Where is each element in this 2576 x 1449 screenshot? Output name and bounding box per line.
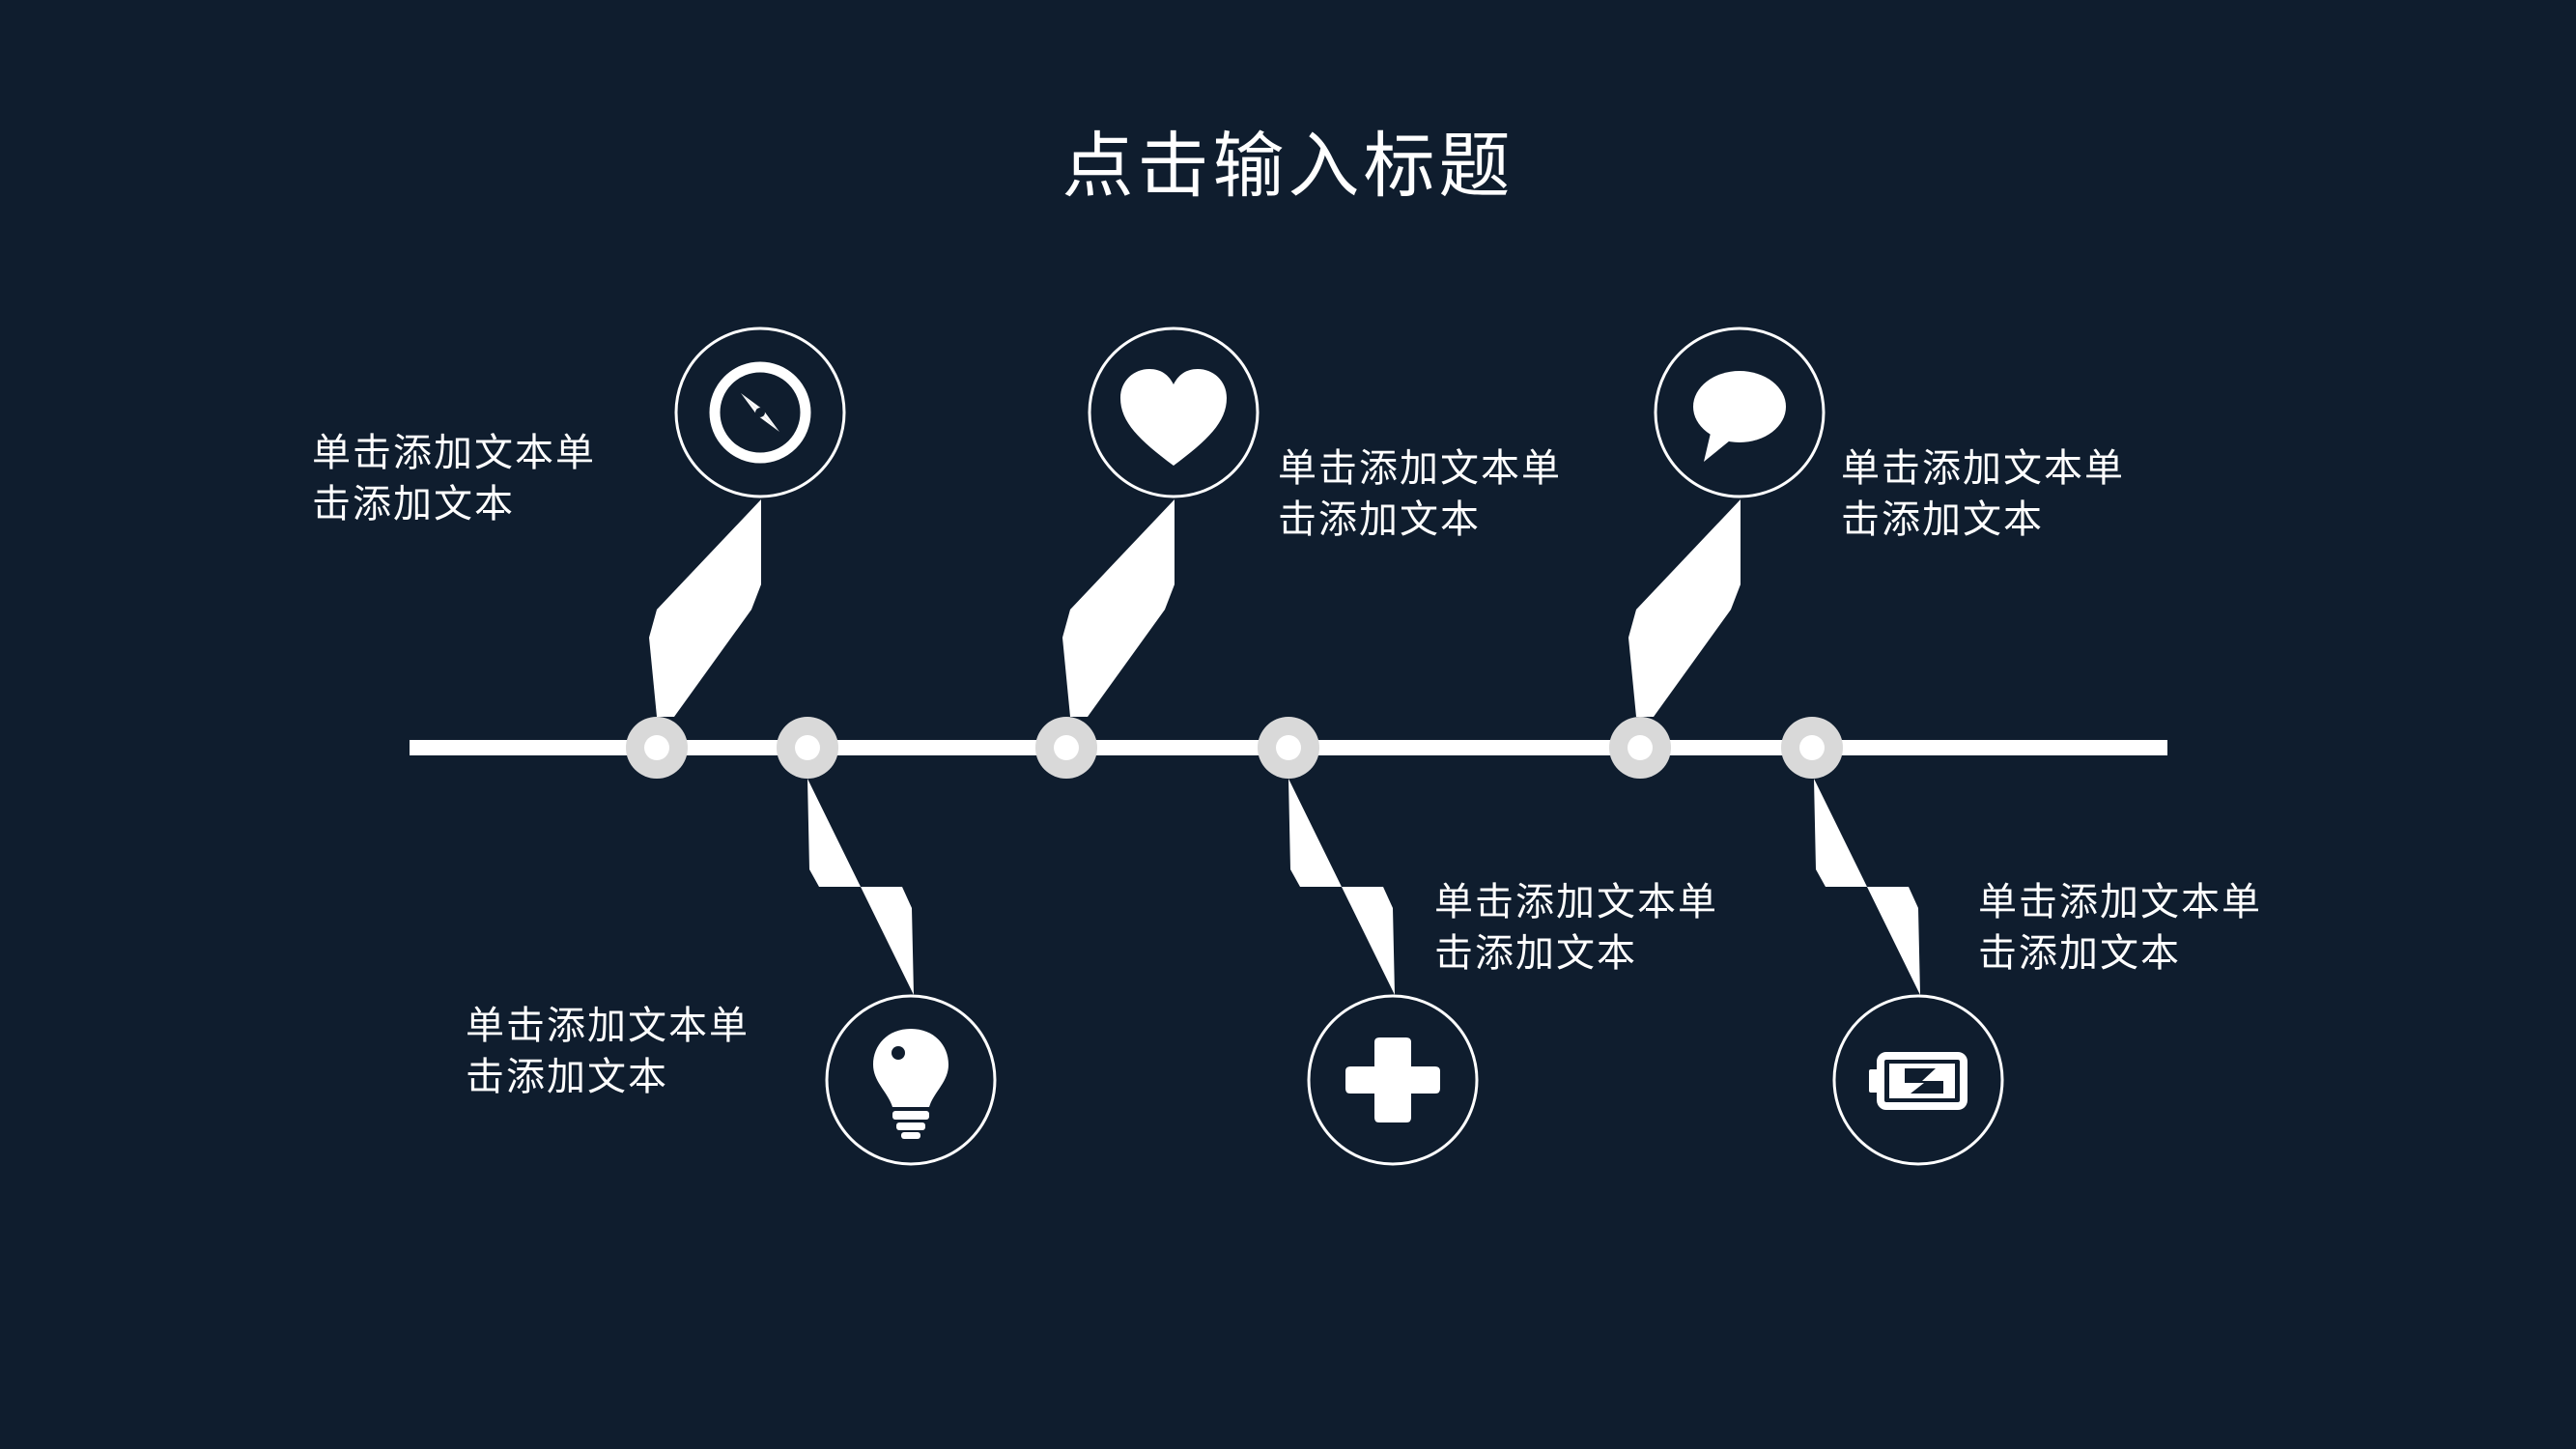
caption-heart[interactable]: 单击添加文本单 击添加文本 (1278, 446, 1562, 542)
heart-icon (1120, 369, 1227, 466)
caption-plus[interactable]: 单击添加文本单 击添加文本 (1434, 880, 1718, 976)
connector-ribbon (1288, 779, 1395, 995)
lightbulb-icon (873, 1029, 948, 1139)
milestone-compass (626, 327, 846, 779)
milestone-battery (1781, 717, 2004, 1166)
caption-lightbulb[interactable]: 单击添加文本单 击添加文本 (466, 1004, 750, 1099)
connector-ribbon (807, 779, 914, 995)
connector-ribbon (1628, 499, 1741, 717)
plus-icon (1345, 1037, 1440, 1122)
connector-ribbon (1814, 779, 1920, 995)
slide-title[interactable]: 点击输入标题 (1062, 125, 1514, 208)
milestone-heart (1035, 327, 1260, 779)
caption-battery[interactable]: 单击添加文本单 击添加文本 (1978, 880, 2262, 976)
caption-compass[interactable]: 单击添加文本单 击添加文本 (312, 431, 596, 526)
milestone-plus (1258, 717, 1479, 1166)
milestone-chat (1609, 327, 1826, 779)
compass-icon (709, 361, 811, 464)
chat-bubble-icon (1693, 371, 1786, 462)
connector-ribbon (1062, 499, 1175, 717)
caption-chat[interactable]: 单击添加文本单 击添加文本 (1841, 446, 2125, 542)
milestone-lightbulb (777, 717, 997, 1166)
battery-icon (1869, 1052, 1967, 1110)
connector-ribbon (649, 499, 761, 717)
